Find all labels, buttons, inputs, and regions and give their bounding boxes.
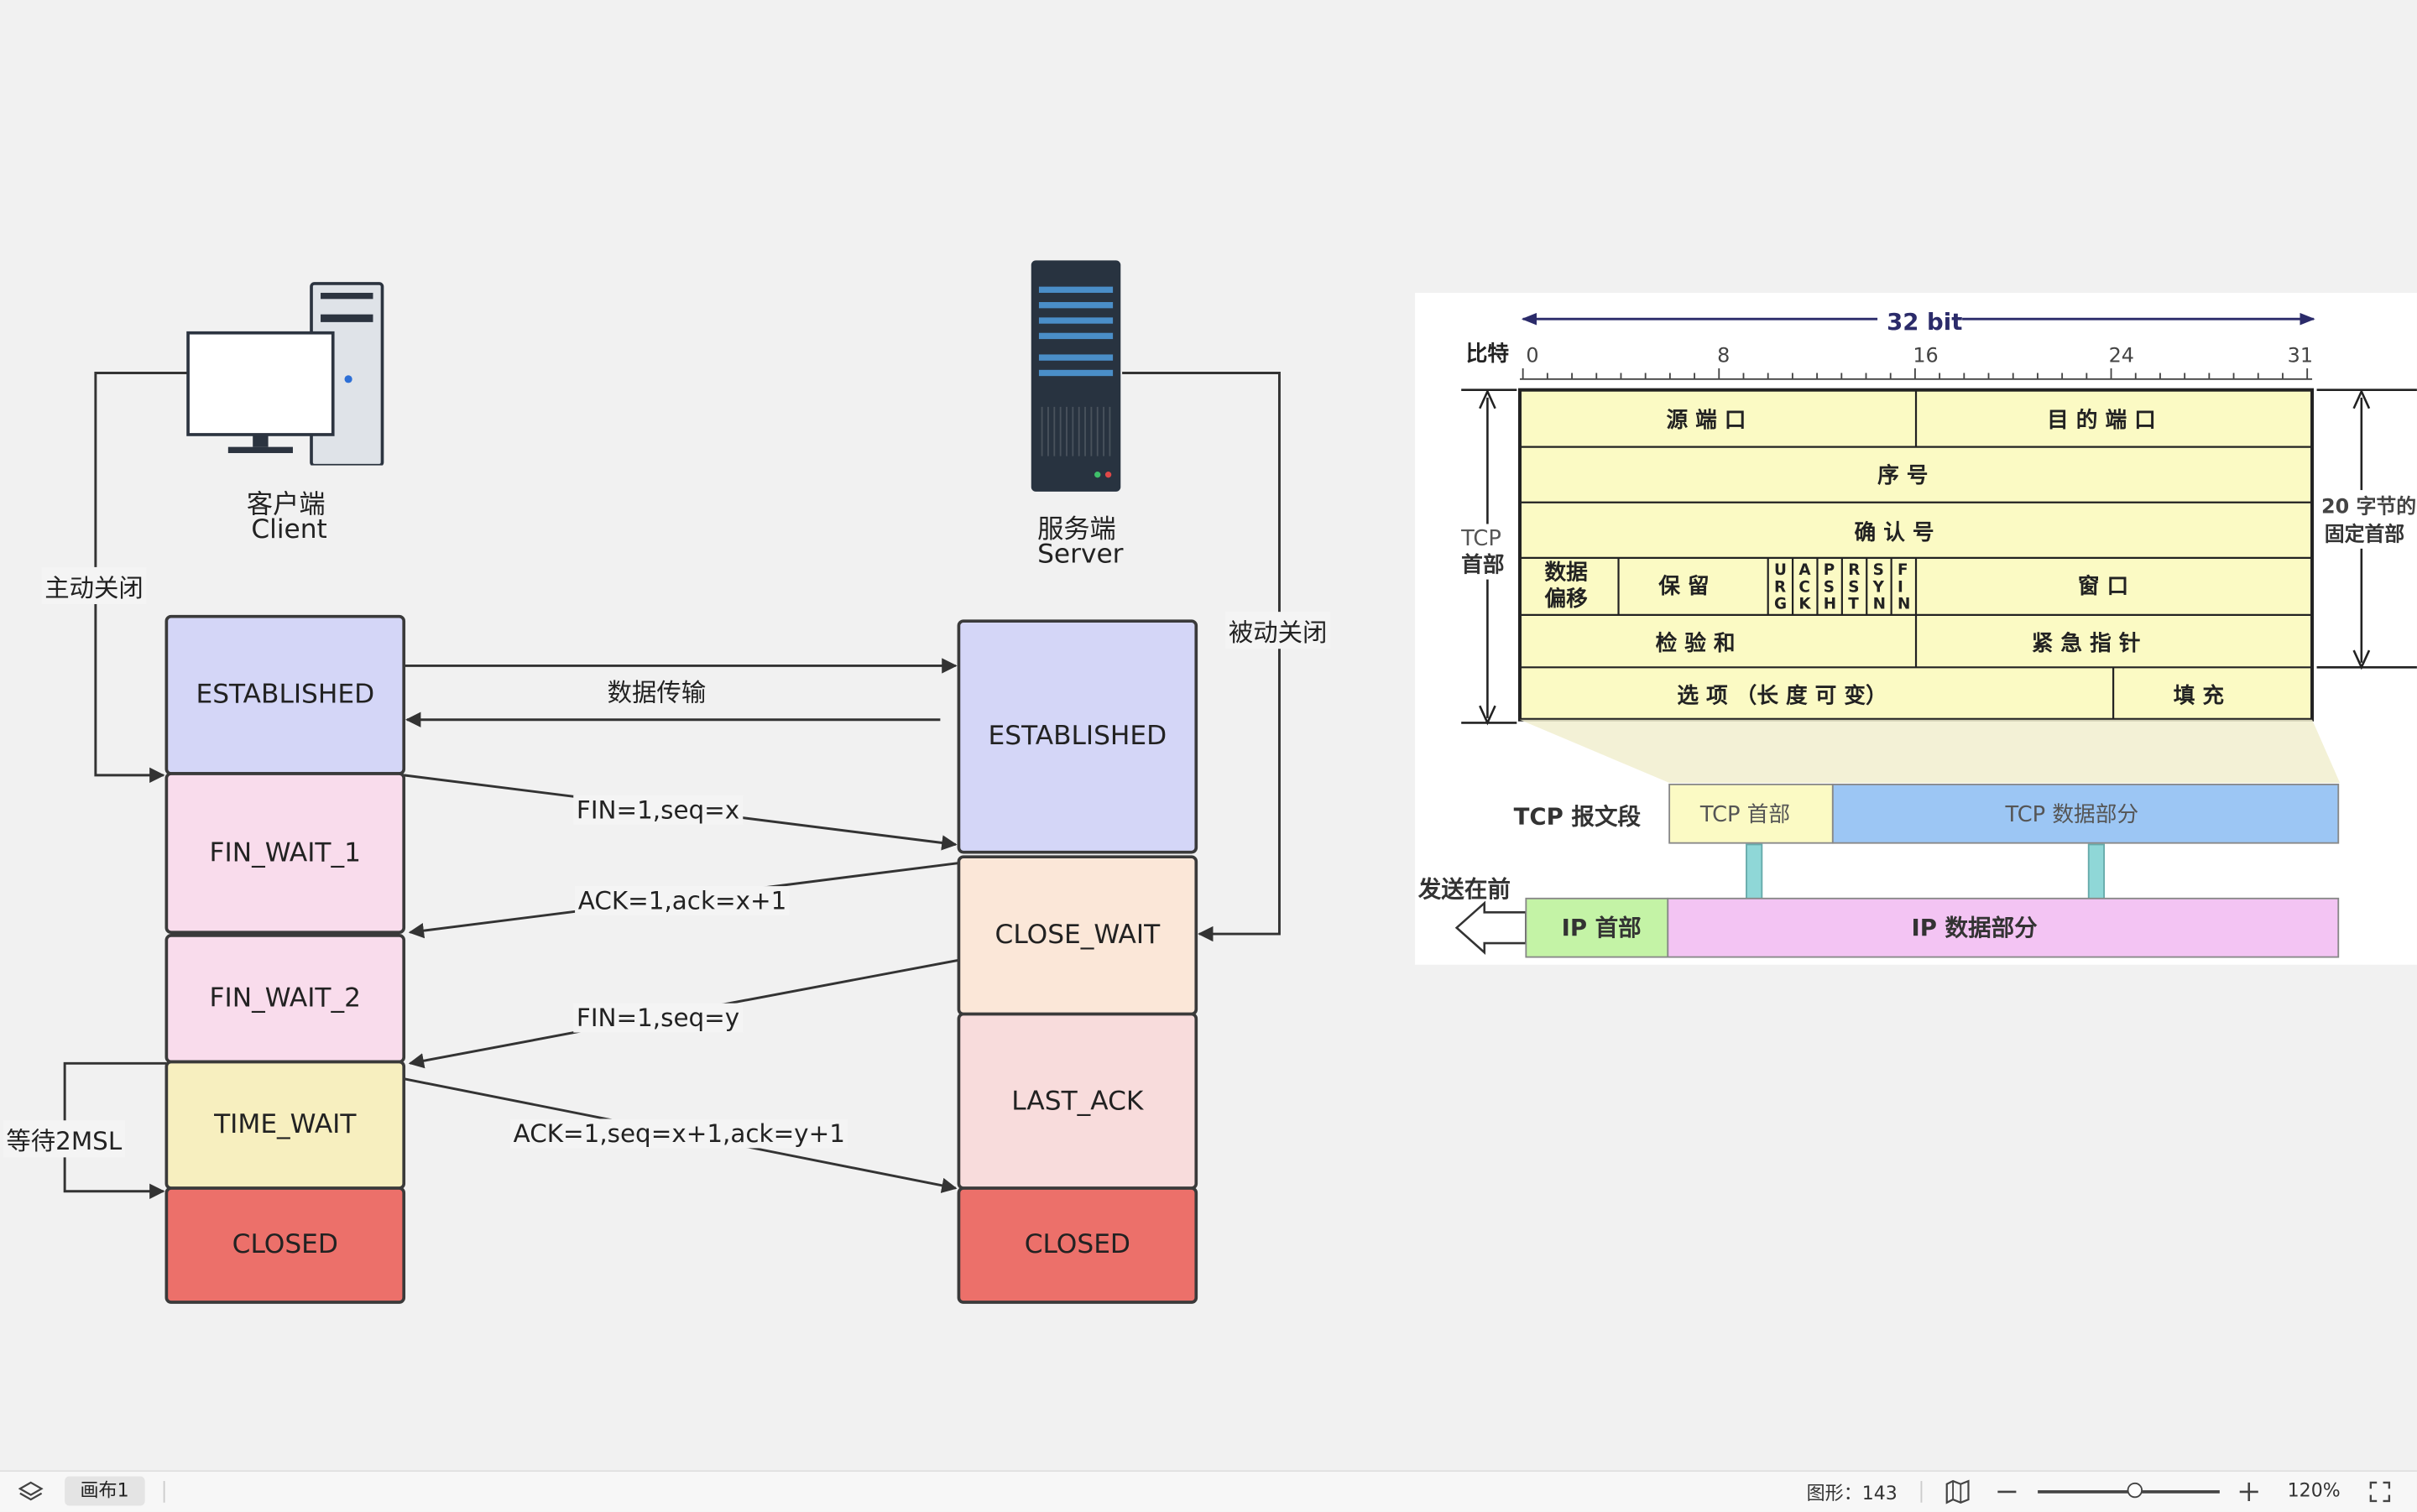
layers-icon[interactable] [18, 1479, 44, 1504]
field-ack: 确 认 号 [1855, 519, 1934, 545]
zoom-level[interactable]: 120% [2287, 1479, 2341, 1501]
msg-ack2: ACK=1,seq=x+1,ack=y+1 [509, 1118, 848, 1149]
zoom-in-icon[interactable] [2238, 1481, 2260, 1503]
tick-0: 0 [1526, 344, 1538, 368]
canvas-tab[interactable]: 画布1 [65, 1476, 144, 1506]
server-label-en: Server [1037, 539, 1124, 571]
field-padding: 填 充 [2174, 683, 2225, 709]
field-window: 窗 口 [2078, 573, 2128, 599]
segment-label: TCP 报文段 [1514, 804, 1642, 831]
passive-close-line [1122, 372, 1281, 942]
client-state-time-wait[interactable]: TIME_WAIT [164, 1060, 406, 1190]
field-src-port: 源 端 口 [1666, 408, 1746, 433]
passive-close-note: 被动关闭 [1225, 612, 1331, 649]
field-checksum: 检 验 和 [1656, 630, 1736, 656]
fullscreen-icon[interactable] [2369, 1481, 2391, 1503]
server-icon [1031, 260, 1121, 492]
zoom-slider-knob[interactable] [2127, 1482, 2143, 1499]
status-bar: 画布1 图形：143 120% [0, 1470, 2417, 1512]
tick-31: 31 [2288, 344, 2313, 368]
field-offset-top: 数据 [1544, 560, 1588, 586]
bit-label: 比特 [1466, 341, 1510, 367]
field-seq: 序 号 [1877, 462, 1928, 488]
field-reserved: 保 留 [1657, 574, 1709, 599]
client-state-closed[interactable]: CLOSED [164, 1186, 406, 1304]
server-label-cn: 服务端 [1037, 514, 1116, 546]
server-state-closed[interactable]: CLOSED [957, 1186, 1198, 1304]
tick-8: 8 [1717, 344, 1730, 368]
field-urgent: 紧 急 指 针 [2032, 631, 2141, 656]
send-before-label: 发送在前 [1417, 876, 1511, 903]
wait-2msl-note: 等待2MSL [3, 1120, 125, 1158]
left-label-bottom: 首部 [1461, 551, 1504, 577]
segment-tcp-data: TCP 数据部分 [2005, 802, 2139, 827]
msg-fin2: FIN=1,seq=y [573, 1003, 743, 1033]
field-offset-bottom: 偏移 [1544, 586, 1588, 612]
right-label-top: 20 字节的 [2321, 495, 2416, 519]
field-options: 选 项 （长 度 可 变） [1677, 683, 1887, 709]
tcp-header-figure: 32 bit 比特 0 8 16 24 31 TCP 首部 [1415, 292, 2417, 965]
active-close-note: 主动关闭 [41, 566, 147, 604]
msg-fin1: FIN=1,seq=x [573, 795, 743, 825]
segment-tcp-head: TCP 首部 [1699, 802, 1790, 827]
server-state-established[interactable]: ESTABLISHED [957, 619, 1198, 854]
zoom-out-icon[interactable] [1997, 1481, 2018, 1503]
zoom-slider[interactable] [2038, 1482, 2220, 1499]
bit-width-label: 32 bit [1887, 309, 1962, 336]
tcp-header-svg: 32 bit 比特 0 8 16 24 31 TCP 首部 [1417, 309, 2417, 958]
shape-count: 图形：143 [1806, 1482, 1898, 1504]
tab-divider [163, 1481, 165, 1503]
status-divider [1920, 1481, 1923, 1503]
tick-24: 24 [2109, 344, 2134, 368]
msg-ack1: ACK=1,ack=x+1 [575, 886, 790, 915]
map-icon[interactable] [1945, 1479, 1970, 1504]
client-computer-icon [186, 282, 384, 466]
msg-data-transfer: 数据传输 [607, 678, 707, 708]
server-state-last-ack[interactable]: LAST_ACK [957, 1012, 1198, 1190]
ip-head: IP 首部 [1562, 915, 1642, 941]
right-label-bottom: 固定首部 [2325, 523, 2405, 546]
client-state-fin-wait-2[interactable]: FIN_WAIT_2 [164, 934, 406, 1064]
field-dst-port: 目 的 端 口 [2047, 407, 2156, 433]
server-state-close-wait[interactable]: CLOSE_WAIT [957, 855, 1198, 1016]
client-state-fin-wait-1[interactable]: FIN_WAIT_1 [164, 772, 406, 935]
tick-16: 16 [1913, 344, 1938, 368]
ip-data: IP 数据部分 [1912, 915, 2039, 941]
left-label-top: TCP [1460, 526, 1501, 551]
client-state-established[interactable]: ESTABLISHED [164, 614, 406, 775]
client-label-en: Client [251, 514, 327, 546]
client-label-cn: 客户端 [246, 490, 326, 521]
